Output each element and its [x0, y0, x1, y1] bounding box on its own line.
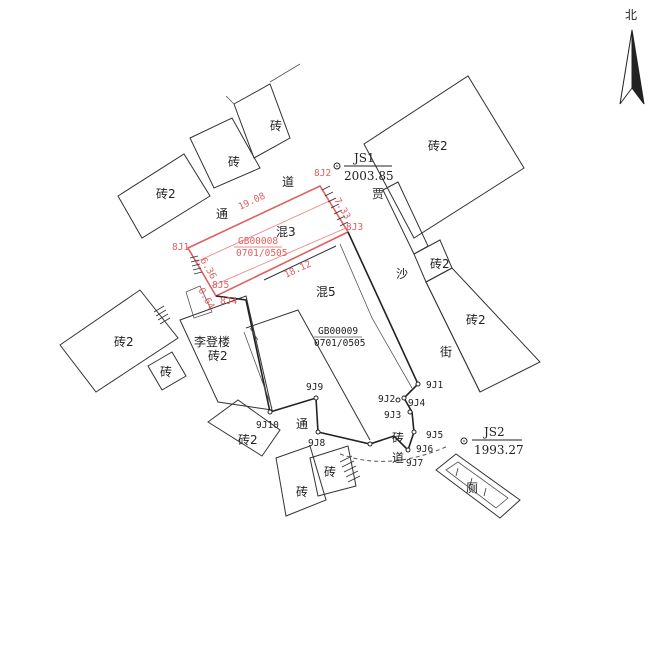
pt-9J5: 9J5 — [426, 430, 443, 441]
pt-8J3: 8J3 — [346, 222, 363, 233]
building-top-zhuan — [233, 83, 291, 159]
label-lidenglou-mat: 砖2 — [208, 348, 228, 363]
pt-9J6: 9J6 — [416, 444, 433, 455]
label-zhuan-s1: 砖 — [324, 464, 336, 479]
street-tongdao-2: 通 — [216, 207, 228, 221]
building-zhuan-s1 — [309, 445, 357, 497]
boundary-points — [267, 381, 421, 453]
pt-9J4: 9J4 — [408, 398, 425, 409]
js1-name: JS1 — [352, 151, 375, 165]
label-zhuan-left: 砖 — [228, 154, 240, 169]
control-point-js1: JS1 2003.85 — [333, 151, 394, 183]
label-zhuan2-right: 砖2 — [428, 138, 448, 153]
label-hun3: 混3 — [276, 225, 296, 239]
js2-name: JS2 — [482, 425, 505, 439]
pt-8J5: 8J5 — [212, 280, 229, 291]
js1-elev: 2003.85 — [344, 169, 394, 183]
parcel-gb8-id: GB00008 — [238, 236, 278, 247]
building-zhuan-small — [147, 351, 187, 391]
street-zhuandao-1: 砖 — [392, 430, 404, 445]
label-lidenglou: 李登楼 — [194, 334, 230, 349]
dim-top: 19.08 — [237, 191, 268, 213]
pt-8J4: 8J4 — [220, 296, 237, 307]
control-point-js2: JS2 1993.27 — [460, 425, 524, 457]
label-zhuan2-sw: 砖2 — [238, 432, 258, 447]
label-zhuan-s2: 砖 — [296, 484, 308, 499]
street-zhuandao-2: 道 — [392, 451, 404, 465]
parcel-gb9-id: GB00009 — [318, 326, 358, 337]
building-zhuan2-west — [59, 289, 179, 393]
pt-9J10: 9J10 — [256, 420, 279, 431]
street-jiasha-2: 沙 — [396, 267, 408, 281]
label-hun5: 混5 — [316, 285, 336, 299]
north-label: 北 — [625, 8, 637, 22]
parcel-gb8-code: 0701/0505 — [236, 248, 287, 259]
label-zhuan-small: 砖 — [160, 364, 172, 379]
building-zhuan-s2 — [275, 445, 327, 517]
building-zhuan-left — [189, 117, 261, 189]
label-zhuan2-mid: 砖2 — [430, 256, 450, 271]
label-zhuan2-left: 砖2 — [156, 186, 176, 201]
pt-9J9: 9J9 — [306, 382, 323, 393]
label-ce: 厕 — [466, 481, 478, 495]
label-zhuan2-east: 砖2 — [466, 312, 486, 327]
street-tongdao-mid: 通 — [296, 417, 308, 431]
label-top-zhuan: 砖 — [270, 118, 282, 133]
pt-8J1: 8J1 — [172, 242, 189, 253]
pt-8J2: 8J2 — [314, 168, 331, 179]
pt-9J7: 9J7 — [406, 458, 423, 469]
building-zhuan2-east — [425, 267, 541, 393]
street-jiasha-1: 贾 — [372, 187, 384, 201]
building-lidenglou — [179, 295, 273, 411]
building-zhuan2-left — [117, 153, 211, 239]
building-ce — [435, 453, 521, 519]
north-arrow-icon — [619, 29, 645, 105]
dashed-line — [339, 445, 449, 462]
building-outlines — [59, 63, 541, 519]
parcel-gb9-code: 0701/0505 — [314, 338, 365, 349]
building-zhuan2-sw — [207, 399, 281, 457]
label-zhuan2-west: 砖2 — [114, 334, 134, 349]
pt-9J3: 9J3 — [384, 410, 401, 421]
js2-elev: 1993.27 — [474, 443, 524, 457]
building-zhuan2-right — [363, 75, 525, 239]
pt-9J8: 9J8 — [308, 438, 325, 449]
pt-9J1: 9J1 — [426, 380, 443, 391]
street-jiasha-3: 街 — [440, 345, 452, 359]
pt-9J2: 9J2 — [378, 394, 395, 405]
street-tongdao-1: 道 — [282, 175, 294, 189]
